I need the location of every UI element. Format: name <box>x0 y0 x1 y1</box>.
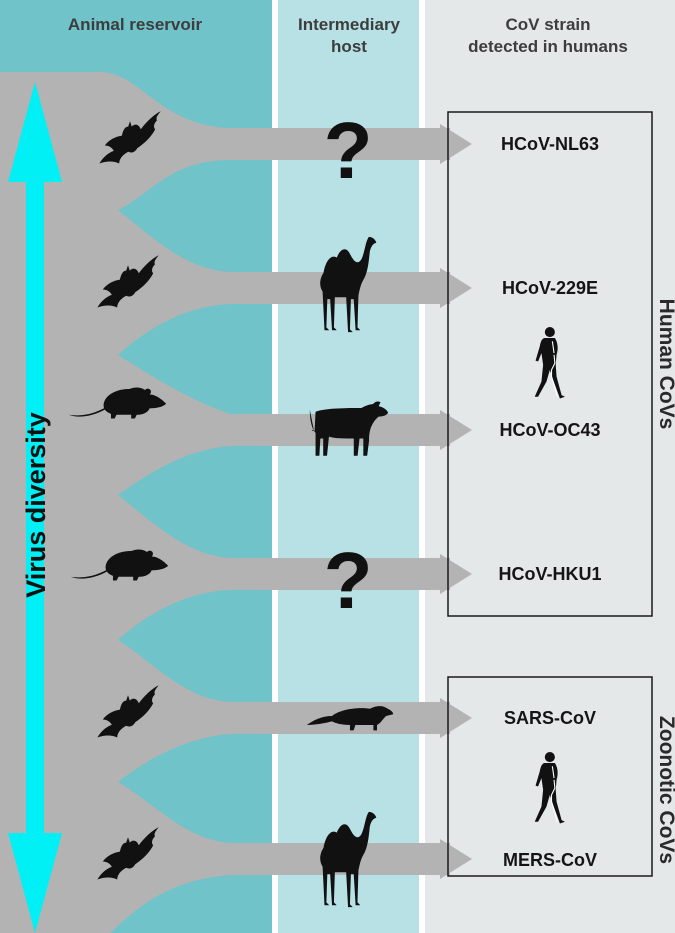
question-mark-icon: ? <box>324 106 373 195</box>
strain-label: HCoV-229E <box>502 278 598 298</box>
zoonotic-covs-label: Zoonotic CoVs <box>655 716 675 864</box>
host-column-title-line2: host <box>331 37 367 56</box>
strain-column-title-line2: detected in humans <box>468 37 628 56</box>
host-column-title-line1: Intermediary <box>298 15 401 34</box>
question-mark-icon: ? <box>324 536 373 625</box>
strain-column-title-line1: CoV strain <box>505 15 590 34</box>
strain-label: SARS-CoV <box>504 708 596 728</box>
strain-label: MERS-CoV <box>503 850 597 870</box>
reservoir-column-title: Animal reservoir <box>68 15 203 34</box>
strain-label: HCoV-HKU1 <box>498 564 601 584</box>
human-covs-label: Human CoVs <box>655 299 675 430</box>
strain-label: HCoV-OC43 <box>499 420 600 440</box>
virus-diversity-label: Virus diversity <box>21 412 51 598</box>
strain-label: HCoV-NL63 <box>501 134 599 154</box>
